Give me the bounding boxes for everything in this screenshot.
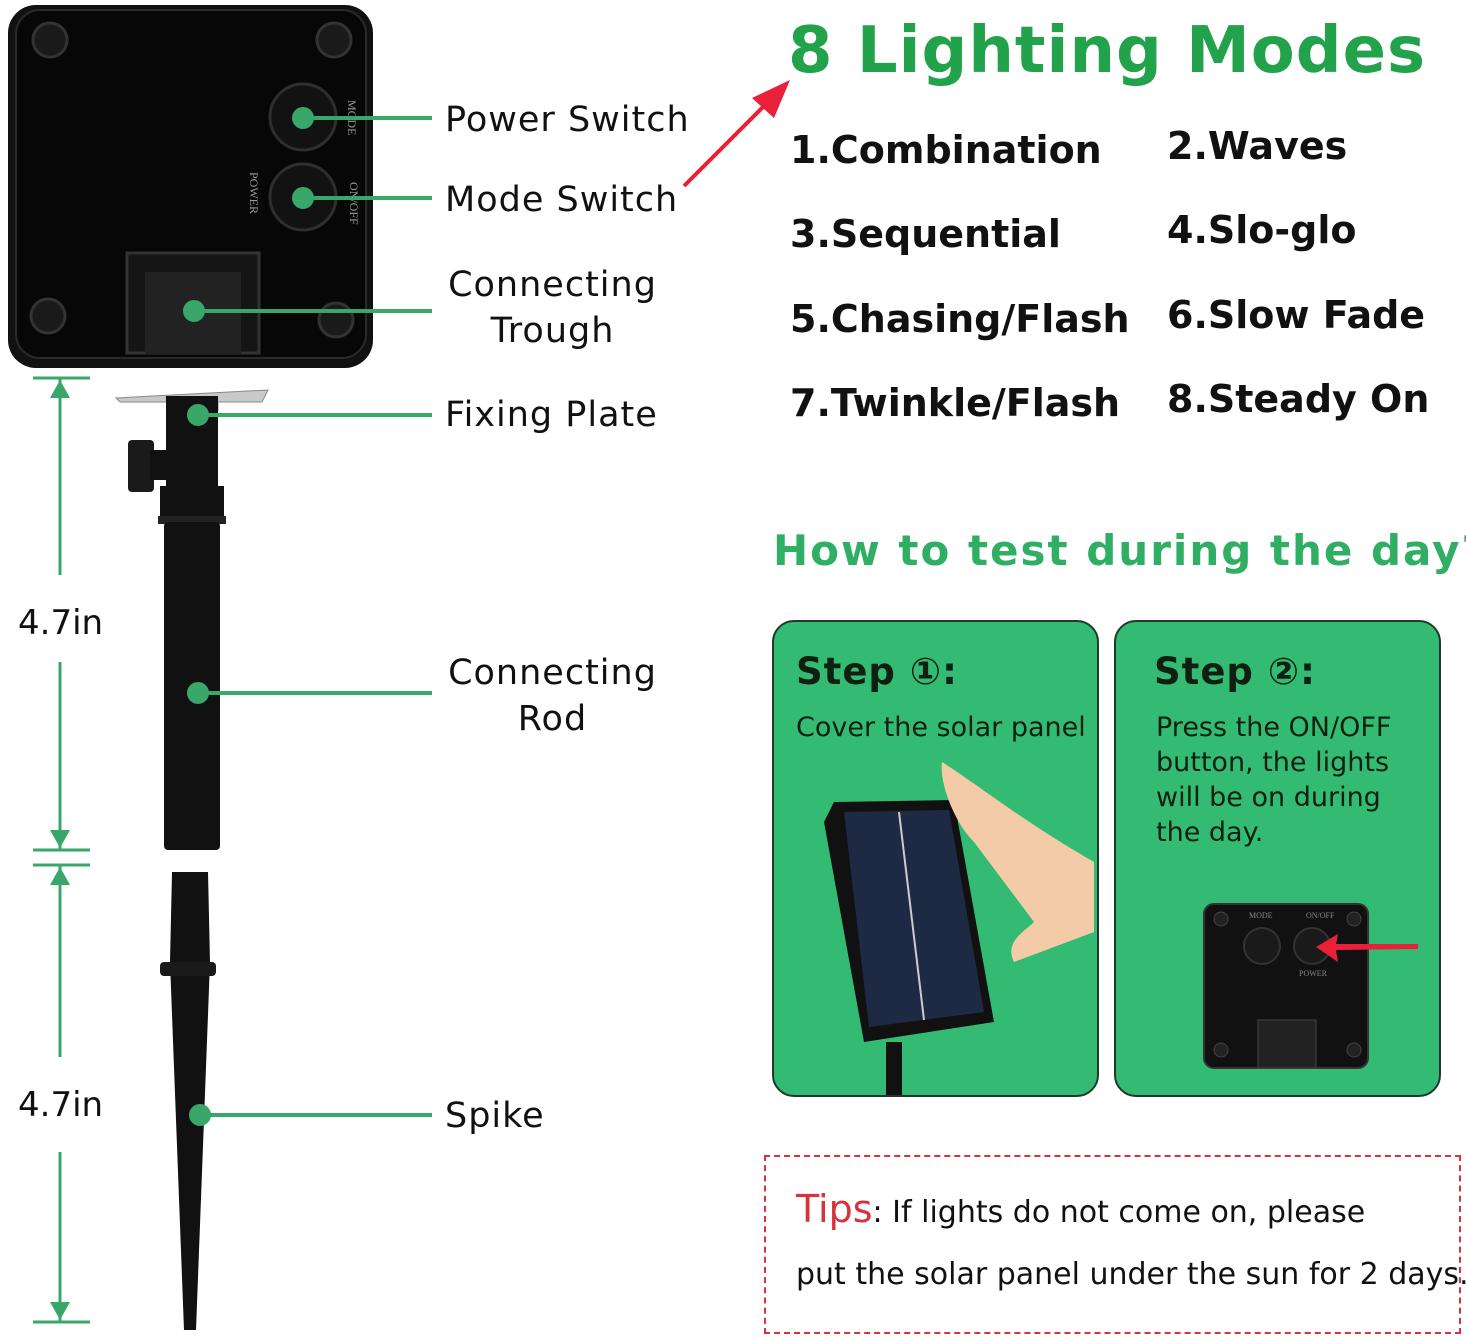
screw-icon [315,21,353,59]
tips-box: Tips: If lights do not come on, please p… [764,1155,1466,1334]
label-connecting-trough: Connecting Trough [445,262,660,354]
power-text: POWER [1299,969,1328,978]
mode-item: 6.Slow Fade [1167,293,1426,337]
howto-heading: How to test during the day? [773,526,1466,575]
step-title: Step ②: [1154,650,1316,693]
power-text: POWER [247,172,261,214]
screw-icon [31,21,69,59]
tips-line-2: put the solar panel under the sun for 2 … [796,1257,1466,1292]
mode-item: 4.Slo-glo [1167,208,1357,252]
stake [114,389,269,1330]
tips-line-1: Tips: If lights do not come on, please [796,1187,1365,1231]
mode-item: 8.Steady On [1167,377,1430,421]
label-power-switch: Power Switch [445,100,690,140]
onoff-text: ON/OFF [347,182,361,225]
red-arrow-icon [682,80,790,188]
mode-text: MODE [1249,911,1273,920]
step-2-card: Step ②: Press the ON/OFF button, the lig… [1114,620,1441,1097]
mode-item: 1.Combination [790,128,1102,172]
red-arrow-icon [1316,934,1418,962]
callout-lines [183,107,432,1126]
label-line: Trough [490,311,615,351]
dimension-lines [33,376,90,1324]
product-illustration: MODE ON/OFF POWER [8,5,432,1330]
label-mode-switch: Mode Switch [445,180,679,220]
label-connecting-rod: Connecting Rod [445,650,660,742]
controller-illustration: MODE ON/OFF POWER [1203,903,1418,1069]
screw-icon [317,301,355,339]
mode-item: 5.Chasing/Flash [790,297,1130,341]
rod-length: 4.7in [18,603,104,643]
page-title: 8 Lighting Modes [788,14,1427,88]
label-fixing-plate: Fixing Plate [445,395,658,435]
screw-icon [29,297,67,335]
label-spike: Spike [445,1096,545,1136]
step-1-card: Step ①: Cover the solar panel [772,620,1099,1097]
label-line: Connecting [448,653,657,693]
step-text: Cover the solar panel [796,712,1086,743]
tips-label: Tips [796,1187,873,1231]
label-line: Rod [517,699,588,739]
mode-item: 3.Sequential [790,212,1061,256]
hand-icon [941,762,1094,962]
spike-length: 4.7in [18,1085,104,1125]
step-text: Press the ON/OFF button, the lights will… [1156,712,1392,848]
onoff-text: ON/OFF [1306,911,1335,920]
mode-item: 2.Waves [1167,124,1348,168]
tips-text: : If lights do not come on, please [872,1195,1366,1230]
step-title: Step ①: [796,650,958,693]
mode-item: 7.Twinkle/Flash [790,381,1121,425]
label-line: Connecting [448,265,657,305]
solar-panel-illustration [824,762,1094,1095]
